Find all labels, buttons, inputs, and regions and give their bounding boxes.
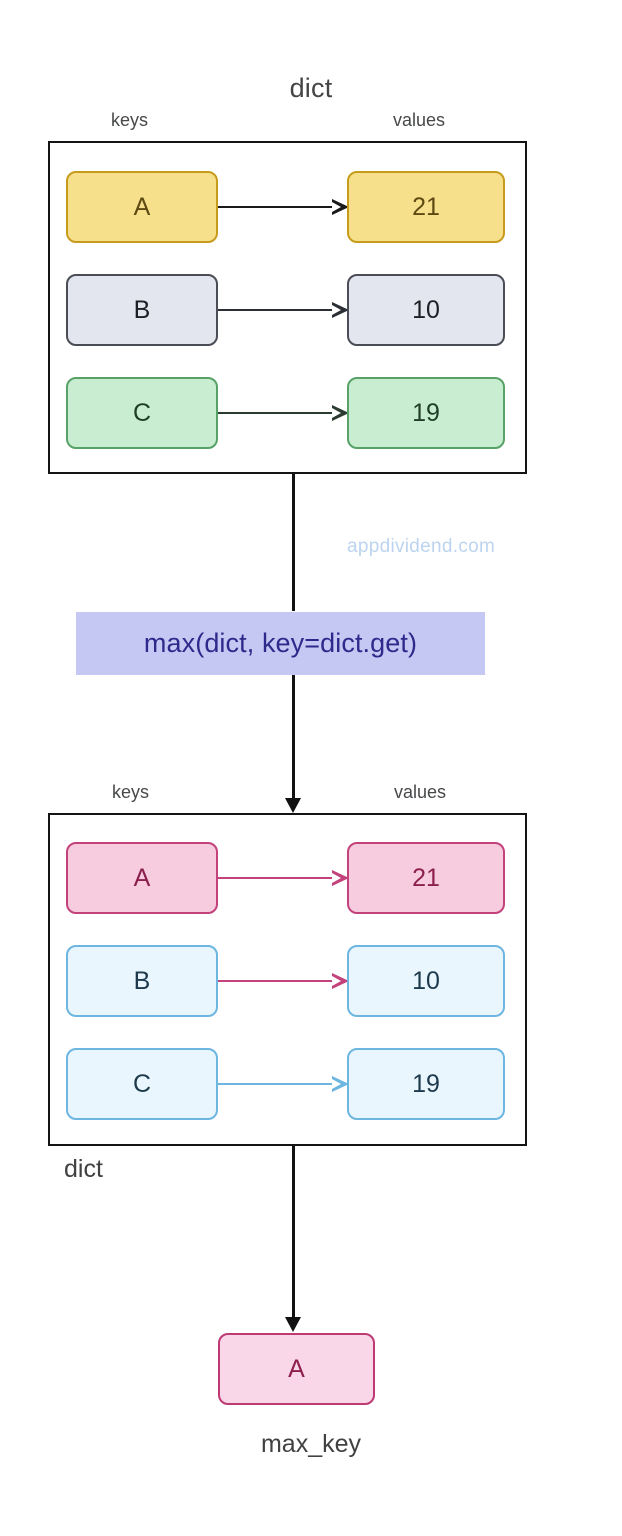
connector-operation-to-output — [285, 675, 301, 815]
column-header-keys-top: keys — [111, 110, 149, 130]
column-header-keys-bottom: keys — [112, 782, 150, 802]
page-title: dict — [289, 73, 333, 103]
output-arrow-1 — [218, 970, 349, 992]
output-value-box-2[interactable]: 19 — [347, 1048, 505, 1120]
input-key-box-2[interactable]: C — [66, 377, 218, 449]
output-value-box-1[interactable]: 10 — [347, 945, 505, 1017]
connector-output-to-result — [285, 1146, 301, 1334]
output-value-box-0[interactable]: 21 — [347, 842, 505, 914]
output-dict-caption: dict — [64, 1155, 103, 1183]
input-arrow-0 — [218, 196, 349, 218]
input-arrow-2 — [218, 402, 349, 424]
output-key-box-0[interactable]: A — [66, 842, 218, 914]
input-key-box-1[interactable]: B — [66, 274, 218, 346]
operation-label: max(dict, key=dict.get) — [76, 612, 485, 675]
result-box[interactable]: A — [218, 1333, 375, 1405]
connector-input-to-operation — [285, 474, 301, 611]
output-key-box-2[interactable]: C — [66, 1048, 218, 1120]
output-arrow-2 — [218, 1073, 349, 1095]
watermark-appdividend: appdividend.com — [347, 536, 496, 557]
input-arrow-1 — [218, 299, 349, 321]
output-arrow-0 — [218, 867, 349, 889]
column-header-values-bottom: values — [394, 782, 447, 802]
result-caption: max_key — [260, 1430, 362, 1458]
output-key-box-1[interactable]: B — [66, 945, 218, 1017]
column-header-values-top: values — [393, 110, 446, 130]
input-value-box-1[interactable]: 10 — [347, 274, 505, 346]
input-key-box-0[interactable]: A — [66, 171, 218, 243]
input-value-box-2[interactable]: 19 — [347, 377, 505, 449]
input-value-box-0[interactable]: 21 — [347, 171, 505, 243]
